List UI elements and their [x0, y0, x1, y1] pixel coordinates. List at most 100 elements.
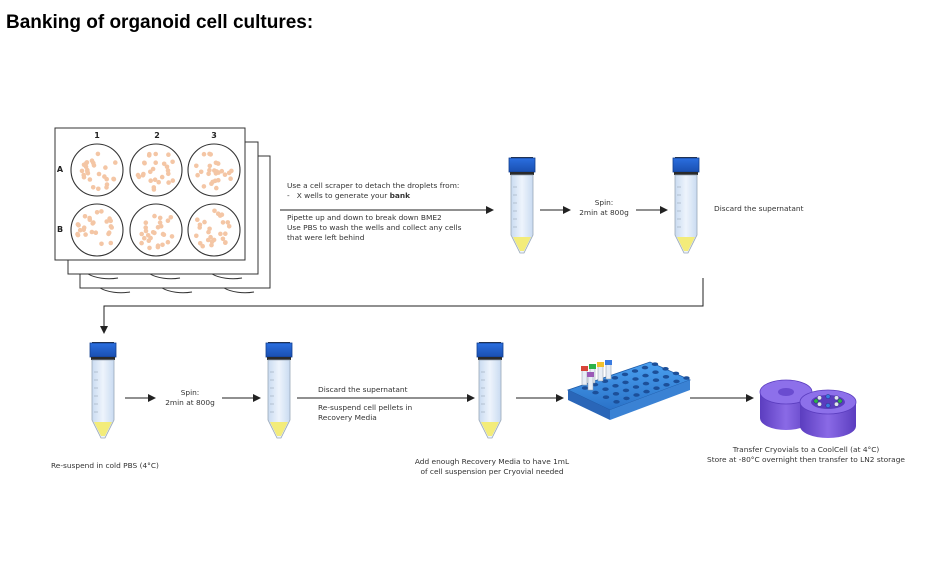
- organoid-droplet: [228, 176, 233, 181]
- organoid-droplet: [209, 242, 214, 248]
- rack-hole: [613, 400, 620, 404]
- rack-hole: [632, 385, 640, 389]
- organoid-droplet: [220, 220, 226, 225]
- rack-hole: [672, 371, 680, 376]
- organoid-droplet: [207, 167, 212, 173]
- organoid-droplet: [142, 160, 147, 166]
- step1-bullet: - X wells to generate your bank: [287, 191, 462, 201]
- coolcell-vial-cap: [837, 398, 843, 404]
- organoid-droplet: [99, 209, 104, 214]
- rack-hole: [623, 396, 630, 401]
- rack-hole: [592, 390, 599, 395]
- page-title: Banking of organoid cell cultures:: [6, 12, 314, 33]
- organoid-droplet: [161, 161, 167, 167]
- organoid-droplet: [166, 152, 171, 157]
- rack-hole: [602, 387, 609, 392]
- row-label-a: A: [57, 165, 64, 174]
- organoid-droplet: [106, 230, 112, 235]
- organoid-droplet: [89, 229, 95, 235]
- rack-hole: [673, 379, 680, 384]
- rack-hole: [622, 388, 630, 393]
- organoid-droplet: [195, 217, 200, 222]
- organoid-droplet: [170, 178, 176, 183]
- rack-hole: [642, 373, 649, 378]
- cryovial-rack: [566, 360, 692, 420]
- organoid-droplet: [157, 215, 163, 221]
- organoid-droplet: [156, 179, 161, 185]
- spin-label-2: Spin: 2min at 800g: [158, 388, 222, 408]
- recovery-media-label: Add enough Recovery Media to have 1mL of…: [398, 457, 586, 477]
- organoid-droplet: [160, 242, 165, 248]
- step1-line5: that were left behind: [287, 233, 365, 242]
- organoid-droplet: [147, 151, 152, 157]
- organoid-droplet: [104, 176, 109, 182]
- organoid-droplet: [195, 172, 200, 178]
- organoid-droplet: [151, 187, 157, 192]
- organoid-droplet: [217, 213, 223, 218]
- organoid-droplet: [166, 180, 171, 185]
- discard2-line2: Re-suspend cell pellets in: [318, 403, 413, 412]
- rack-hole: [643, 389, 650, 394]
- spin2-line1: Spin:: [180, 388, 200, 397]
- resuspend-pbs-label: Re-suspend in cold PBS (4°C): [51, 461, 159, 470]
- spin2-line2: 2min at 800g: [165, 398, 215, 407]
- organoid-droplet: [211, 237, 217, 243]
- organoid-droplet: [197, 225, 202, 230]
- well-plate-stack: [54, 127, 271, 294]
- recovery-line1: Add enough Recovery Media to have 1mL: [414, 457, 570, 466]
- organoid-droplet: [194, 233, 199, 239]
- row-label-b: B: [57, 225, 63, 234]
- organoid-droplet: [96, 171, 102, 177]
- organoid-droplet: [153, 151, 158, 157]
- rack-hole: [611, 376, 619, 380]
- rack-hole: [591, 382, 599, 387]
- organoid-droplet: [87, 217, 93, 223]
- rack-hole: [612, 392, 620, 396]
- plate-wells: [70, 143, 241, 257]
- organoid-droplet: [194, 163, 199, 169]
- spin1-line1: Spin:: [594, 198, 614, 207]
- rack-hole: [622, 380, 629, 385]
- organoid-droplet: [216, 170, 221, 175]
- organoid-droplet: [108, 240, 114, 246]
- falcon-tube-3: [89, 341, 117, 439]
- rack-hole: [651, 362, 659, 367]
- organoid-droplet: [223, 240, 228, 245]
- well: [187, 143, 241, 197]
- falcon-tube-5: [476, 341, 504, 439]
- organoid-droplet: [108, 224, 114, 229]
- coolcell-container: [759, 379, 857, 438]
- coolcell-vial-cap: [817, 395, 822, 401]
- organoid-droplet: [212, 208, 217, 214]
- falcon-tube-4: [265, 341, 293, 439]
- organoid-droplet: [198, 169, 204, 175]
- falcon-tube-1: [508, 156, 536, 254]
- rack-hole: [662, 375, 670, 379]
- well: [187, 203, 241, 257]
- connector-to-second-row: [100, 278, 704, 334]
- organoid-droplet: [79, 168, 85, 174]
- organoid-droplet: [143, 228, 149, 234]
- organoid-droplet: [96, 186, 101, 192]
- organoid-droplet: [157, 220, 163, 225]
- organoid-droplet: [155, 225, 161, 230]
- organoid-droplet: [216, 177, 221, 183]
- rack-hole: [632, 377, 639, 381]
- organoid-droplet: [99, 241, 104, 247]
- organoid-droplet: [225, 220, 231, 225]
- rack-hole: [652, 370, 659, 375]
- organoid-droplet: [159, 174, 165, 180]
- organoid-droplet: [205, 237, 211, 243]
- organoid-droplet: [202, 219, 207, 225]
- discard2-line1: Discard the supernatant: [318, 385, 408, 394]
- rack-hole: [612, 384, 619, 388]
- well: [129, 203, 183, 257]
- organoid-droplet: [75, 231, 80, 237]
- organoid-droplet: [214, 185, 219, 191]
- organoid-droplet: [95, 151, 101, 157]
- organoid-droplet: [142, 235, 147, 241]
- organoid-droplet: [135, 172, 141, 178]
- organoid-droplet: [139, 231, 144, 237]
- organoid-droplet: [89, 158, 95, 163]
- spin1-line2: 2min at 800g: [579, 208, 629, 217]
